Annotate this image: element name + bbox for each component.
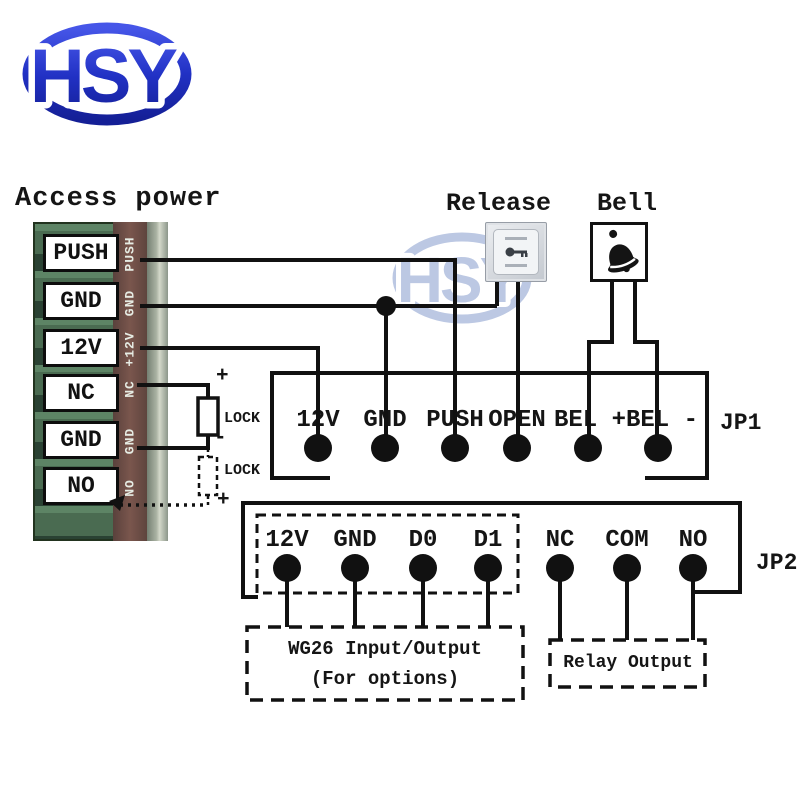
relay-caption: Relay Output [563,653,693,673]
lock-resistor-solid [196,396,220,437]
jp2-terminal-label-d1: D1 [473,527,503,554]
no-wire-arrowhead [109,495,125,511]
logo-ellipse [22,22,192,126]
pcb-terminal-nc: NC [43,374,119,412]
wire-12v [140,346,320,436]
jp1-dot-gnd [371,434,399,462]
jp2-box [241,501,742,599]
wg26-box [245,625,525,702]
jp2-terminal-label-nc: NC [545,527,575,554]
lock-solid-label: LOCK [224,410,261,427]
bell-label: Bell [597,189,658,218]
jp2-terminal-label-com: COM [605,527,649,554]
jp1-dot-bel-minus [644,434,672,462]
jp2-dot-d0 [409,554,437,582]
jp2-terminal-label-no: NO [678,527,708,554]
jp2-wg26-dashed-subbox [255,513,520,595]
pcb-terminal-gnd: GND [43,282,119,320]
jp1-terminal-dots [304,434,672,462]
release-label: Release [446,189,552,218]
jp2-dot-12v [273,554,301,582]
jp2-dot-com [613,554,641,582]
lock-plus-bottom: + [217,489,230,512]
pcb-edge-strip [147,222,168,541]
jp1-dot-push [441,434,469,462]
wire-push [140,258,457,436]
pcb-terminal-push: PUSH [43,234,119,272]
wire-bell-minus [633,278,659,436]
jp1-dot-12v [304,434,332,462]
jp1-label: JP1 [720,410,762,436]
jp1-box [270,371,709,480]
wire-nc-to-lock [137,383,210,398]
relay-box [548,638,707,689]
hsy-logo: HSY [22,22,192,126]
jp2-terminal-label-d0: D0 [408,527,438,554]
wg26-caption-line2: (For options) [310,668,460,690]
bell-icon [608,229,639,273]
jp1-terminal-label-bel-minus: BEL - [625,407,699,434]
bell-icon-box [590,222,648,282]
jp2-dot-nc [546,554,574,582]
jp2-terminal-label-12v: 12V [265,527,309,554]
jp2-dot-gnd [341,554,369,582]
page-title: Access power [15,184,222,214]
key-icon [505,247,528,257]
release-button-icon [485,222,547,282]
pcb-terminal-gnd2: GND [43,421,119,459]
jp2-label: JP2 [756,550,798,576]
pcb-terminal-12v: 12V [43,329,119,367]
jp2-dot-d1 [474,554,502,582]
release-button-text-bar [505,264,527,267]
pcb-terminal-no: NO [43,467,119,505]
jp2-dot-no [679,554,707,582]
jp2-terminal-label-gnd: GND [333,527,377,554]
jp1-dot-open [503,434,531,462]
lock-resistor-dashed [197,455,219,497]
wire-lock-to-gnd [137,435,210,450]
jp2-terminal-dots [273,554,707,582]
logo-text: HSY [30,34,178,119]
lock-dashed-label: LOCK [224,462,261,479]
lock-plus-top: + [216,365,229,388]
release-button-panel [493,229,539,275]
release-button-text-bar [505,237,527,240]
wire-bell-plus [587,278,614,436]
jp1-dot-bel-plus [574,434,602,462]
wg26-caption-line1: WG26 Input/Output [288,638,482,660]
junction-dot [376,296,396,316]
